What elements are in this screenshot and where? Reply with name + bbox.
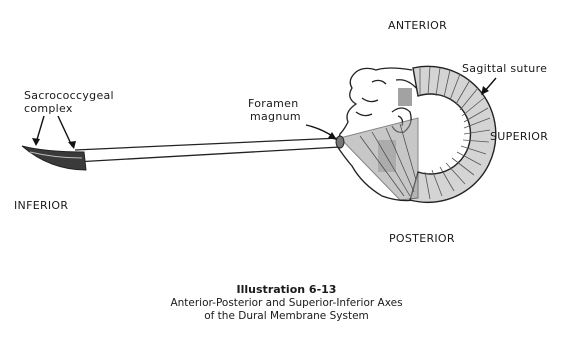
dural-tube [75,138,340,162]
tentorium-wedge [340,118,418,200]
label-foramen-magnum-line1: Foramen [248,97,298,110]
caption-line-2: of the Dural Membrane System [0,310,573,322]
label-sacrococcygeal-line2: complex [24,102,73,115]
label-foramen-magnum-line2: magnum [250,110,301,123]
label-anterior: ANTERIOR [388,19,447,32]
label-sagittal-suture: Sagittal suture [462,62,547,75]
label-superior: SUPERIOR [490,130,548,143]
caption-line-1: Anterior-Posterior and Superior-Inferior… [0,297,573,309]
caption-title: Illustration 6-13 [0,284,573,296]
label-inferior: INFERIOR [14,199,68,212]
foramen-magnum-marker [336,136,344,148]
label-sacrococcygeal-line1: Sacrococcygeal [24,89,114,102]
label-posterior: POSTERIOR [389,232,455,245]
